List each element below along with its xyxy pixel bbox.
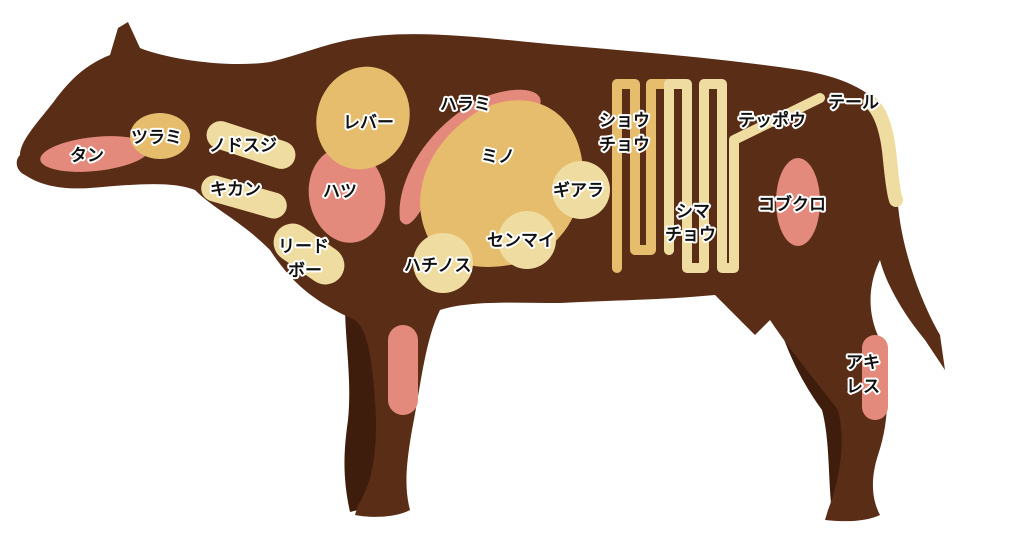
senmai-region: [498, 211, 556, 269]
label-hatsu: ハツ: [323, 182, 357, 202]
liver-region: [316, 66, 410, 170]
tsurami-region: [130, 113, 190, 159]
label-kikan: キカン: [210, 180, 261, 200]
label-achilles-1: アキ: [846, 353, 880, 373]
kobukuro-region: [776, 158, 820, 246]
tan-region: [40, 136, 150, 172]
achilles-region: [862, 335, 888, 420]
shimachou-region: [664, 79, 825, 273]
label-kobukuro: コブクロ: [758, 194, 826, 215]
kikan-region: [201, 175, 287, 219]
label-harami: ハラミ: [440, 95, 491, 115]
label-leadbo-1: リード: [278, 237, 329, 257]
hatsu-region: [308, 147, 386, 243]
giara-region: [552, 161, 610, 219]
tail-region: [863, 95, 903, 207]
label-senmai: センマイ: [487, 231, 555, 251]
front-shin-region: [388, 325, 418, 415]
label-leadbo-2: ボー: [288, 261, 322, 281]
label-hachinosu: ハチノス: [404, 256, 472, 276]
nodosuji-region: [206, 121, 296, 169]
label-liver: レバー: [343, 113, 394, 133]
label-achilles-2: レス: [846, 377, 880, 397]
label-teppou: テッポウ: [738, 110, 806, 131]
hachinosu-region: [413, 233, 473, 293]
label-tail: テール: [828, 93, 879, 113]
label-shimachou-2: チョウ: [665, 225, 716, 245]
label-nodosuji: ノドスジ: [209, 136, 277, 156]
label-giara: ギアラ: [553, 181, 604, 201]
label-shimachou-1: シマ: [676, 202, 710, 222]
label-shouchou-2: チョウ: [599, 135, 650, 155]
label-tan: タン: [70, 146, 104, 166]
label-shouchou-1: ショウ: [599, 111, 650, 131]
leadbo-region: [273, 223, 345, 285]
label-tsurami: ツラミ: [131, 128, 182, 148]
label-mino: ミノ: [481, 147, 515, 167]
